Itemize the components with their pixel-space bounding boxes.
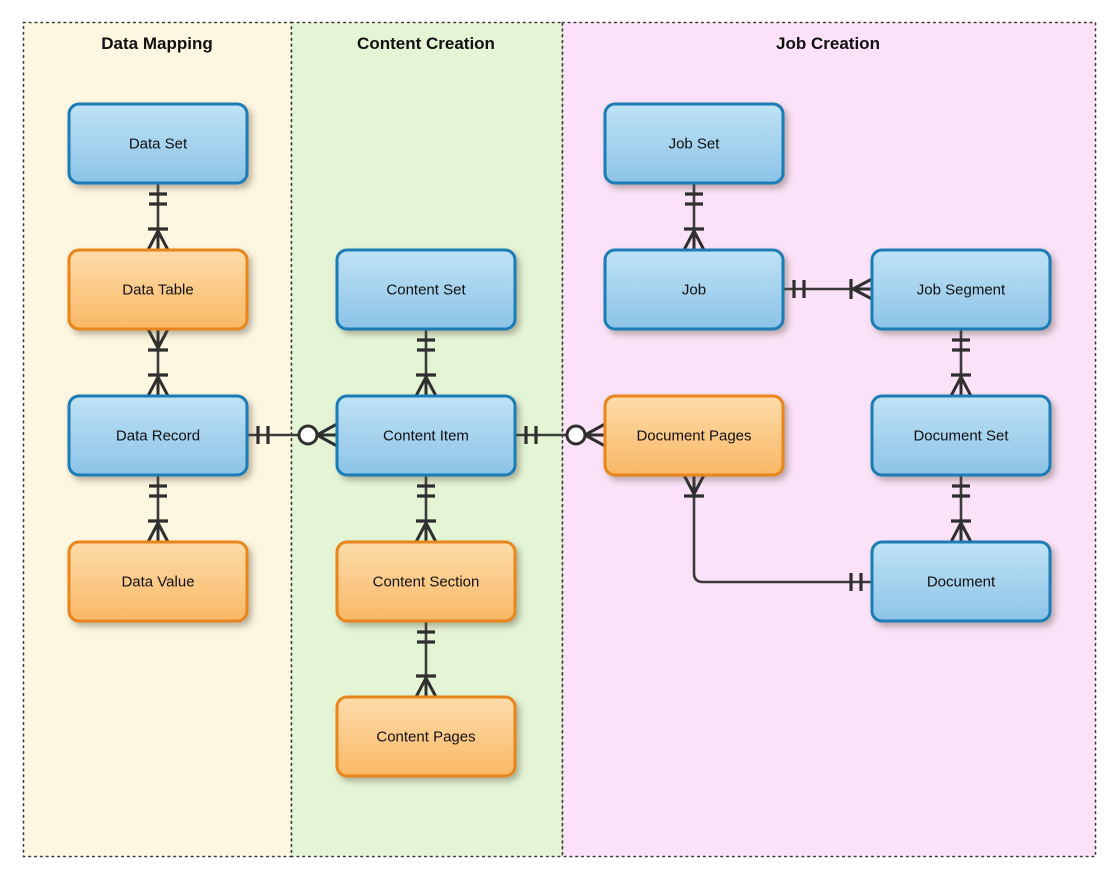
relationship-rel-jobsegment-documentset <box>949 329 973 397</box>
entity-document-pages[interactable]: Document Pages <box>603 394 785 477</box>
entity-data-value[interactable]: Data Value <box>67 540 249 623</box>
entity-box[interactable] <box>67 102 249 185</box>
entity-document-set[interactable]: Document Set <box>870 394 1052 477</box>
entity-document[interactable]: Document <box>870 540 1052 623</box>
lane-title-content-creation: Content Creation <box>357 34 495 53</box>
entity-label-document: Document <box>927 573 996 590</box>
relationship-rel-datarecord-contentitem <box>247 422 338 448</box>
entity-box[interactable] <box>603 394 785 477</box>
lane-titles-layer: Data Mapping Content Creation Job Creation <box>101 34 880 53</box>
entity-label-data-set: Data Set <box>129 135 188 152</box>
entity-box[interactable] <box>67 394 249 477</box>
entity-label-document-pages: Document Pages <box>636 427 751 444</box>
entity-data-table[interactable]: Data Table <box>67 248 249 331</box>
entity-box[interactable] <box>335 695 517 778</box>
entity-label-data-value: Data Value <box>121 573 194 590</box>
entity-label-data-table: Data Table <box>122 281 193 298</box>
entity-content-pages[interactable]: Content Pages <box>335 695 517 778</box>
relationship-rel-documentpages-document <box>682 474 872 591</box>
entity-job-segment[interactable]: Job Segment <box>870 248 1052 331</box>
entity-box[interactable] <box>335 248 517 331</box>
entity-box[interactable] <box>67 540 249 623</box>
entity-content-item[interactable]: Content Item <box>335 394 517 477</box>
entity-box[interactable] <box>335 394 517 477</box>
entity-box[interactable] <box>870 248 1052 331</box>
lane-title-job-creation: Job Creation <box>776 34 880 53</box>
relationship-rel-contentitem-documentpages <box>515 422 606 448</box>
entity-box[interactable] <box>67 248 249 331</box>
relationship-rel-datarecord-datavalue <box>146 475 170 543</box>
relationship-rel-job-jobsegment <box>783 277 873 301</box>
entity-content-set[interactable]: Content Set <box>335 248 517 331</box>
entity-label-content-pages: Content Pages <box>376 728 475 745</box>
relationship-rel-dataset-datatable <box>146 183 170 251</box>
entity-label-content-set: Content Set <box>386 281 466 298</box>
entity-label-content-section: Content Section <box>373 573 480 590</box>
relationship-rel-contentitem-contentsection <box>414 475 438 543</box>
entity-job[interactable]: Job <box>603 248 785 331</box>
entity-box[interactable] <box>335 540 517 623</box>
entity-box[interactable] <box>870 540 1052 623</box>
connectors-layer <box>146 183 973 698</box>
relationship-rel-jobset-job <box>682 183 706 251</box>
relationship-rel-contentsection-contentpages <box>414 621 438 698</box>
entity-data-set[interactable]: Data Set <box>67 102 249 185</box>
relationship-rel-documentset-document <box>949 475 973 543</box>
entity-label-job-set: Job Set <box>669 135 721 152</box>
entity-label-document-set: Document Set <box>913 427 1009 444</box>
entity-box[interactable] <box>870 394 1052 477</box>
entity-label-content-item: Content Item <box>383 427 469 444</box>
entity-label-job: Job <box>682 281 706 298</box>
entity-content-section[interactable]: Content Section <box>335 540 517 623</box>
entity-data-record[interactable]: Data Record <box>67 394 249 477</box>
entity-label-job-segment: Job Segment <box>917 281 1006 298</box>
entity-box[interactable] <box>603 248 785 331</box>
relationship-rel-datatable-datarecord <box>146 328 170 397</box>
entity-label-data-record: Data Record <box>116 427 200 444</box>
entity-box[interactable] <box>603 102 785 185</box>
entity-job-set[interactable]: Job Set <box>603 102 785 185</box>
relationship-rel-contentset-contentitem <box>414 329 438 397</box>
lane-title-data-mapping: Data Mapping <box>101 34 212 53</box>
